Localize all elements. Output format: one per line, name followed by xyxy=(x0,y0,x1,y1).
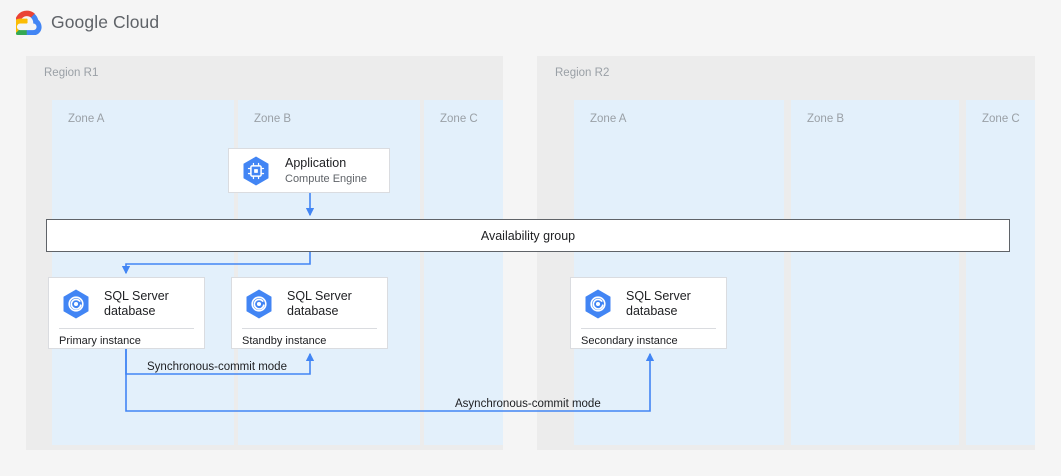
card-sql-server-standby-title-2: database xyxy=(287,304,339,318)
card-sql-server-primary-content: SQL Server database xyxy=(49,278,204,327)
card-application-text: Application Compute Engine xyxy=(285,156,367,186)
card-sql-server-primary[interactable]: SQL Server database Primary instance xyxy=(48,277,205,349)
google-cloud-logo-icon xyxy=(16,10,42,35)
zone-label-r1-zone-b: Zone B xyxy=(254,113,292,125)
card-sql-server-standby-content: SQL Server database xyxy=(232,278,387,327)
zone-label-r1-zone-c: Zone C xyxy=(440,113,478,125)
zone-label-r1-zone-a: Zone A xyxy=(68,113,105,125)
sql-server-database-icon xyxy=(246,289,272,319)
page-header: Google Cloud xyxy=(0,0,1061,44)
zone-panel-r2-zone-c: Zone C xyxy=(966,100,1035,445)
card-application[interactable]: Application Compute Engine xyxy=(228,148,390,193)
card-application-title: Application xyxy=(285,156,347,170)
card-sql-server-primary-divider xyxy=(59,328,194,329)
region-label-r1: Region R1 xyxy=(44,67,99,79)
card-sql-server-secondary-title-2: database xyxy=(626,304,678,318)
brand-google: Google xyxy=(51,11,109,32)
connector-label-asynchronous-commit: Asynchronous-commit mode xyxy=(455,398,601,410)
compute-engine-icon xyxy=(243,156,269,186)
card-application-subtitle: Compute Engine xyxy=(285,173,367,185)
card-application-content: Application Compute Engine xyxy=(229,149,389,193)
brand-text: Google Cloud xyxy=(51,12,159,33)
card-sql-server-standby[interactable]: SQL Server database Standby instance xyxy=(231,277,388,349)
card-sql-server-standby-divider xyxy=(242,328,377,329)
availability-group-bar[interactable]: Availability group xyxy=(46,219,1010,252)
availability-group-label: Availability group xyxy=(480,228,576,243)
card-sql-server-secondary-footer: Secondary instance xyxy=(581,335,678,347)
region-panel-r1: Region R1 Zone A Zone B Zone C xyxy=(26,56,503,450)
card-sql-server-primary-title-1: SQL Server xyxy=(104,289,169,303)
zone-panel-r1-zone-a: Zone A xyxy=(52,100,234,445)
google-cloud-brand[interactable]: Google Cloud xyxy=(16,9,159,35)
card-sql-server-standby-title-1: SQL Server xyxy=(287,289,352,303)
zone-panel-r2-zone-a: Zone A xyxy=(574,100,784,445)
zone-label-r2-zone-a: Zone A xyxy=(590,113,627,125)
connector-label-synchronous-commit: Synchronous-commit mode xyxy=(147,361,287,373)
card-sql-server-primary-text: SQL Server database xyxy=(104,289,169,319)
zone-label-r2-zone-b: Zone B xyxy=(807,113,845,125)
region-label-r2: Region R2 xyxy=(555,67,610,79)
zone-label-r2-zone-c: Zone C xyxy=(982,113,1020,125)
zone-panel-r2-zone-b: Zone B xyxy=(791,100,959,445)
card-sql-server-secondary-divider xyxy=(581,328,716,329)
sql-server-database-icon xyxy=(63,289,89,319)
sql-server-database-icon xyxy=(585,289,611,319)
brand-cloud: Cloud xyxy=(113,11,160,32)
card-sql-server-secondary[interactable]: SQL Server database Secondary instance xyxy=(570,277,727,349)
card-sql-server-primary-footer: Primary instance xyxy=(59,335,141,347)
card-sql-server-standby-text: SQL Server database xyxy=(287,289,352,319)
card-sql-server-secondary-title-1: SQL Server xyxy=(626,289,691,303)
card-sql-server-secondary-text: SQL Server database xyxy=(626,289,691,319)
card-sql-server-standby-footer: Standby instance xyxy=(242,335,327,347)
card-sql-server-secondary-content: SQL Server database xyxy=(571,278,726,327)
zone-panel-r1-zone-c: Zone C xyxy=(424,100,503,445)
card-sql-server-primary-title-2: database xyxy=(104,304,156,318)
region-panel-r2: Region R2 Zone A Zone B Zone C xyxy=(537,56,1035,450)
